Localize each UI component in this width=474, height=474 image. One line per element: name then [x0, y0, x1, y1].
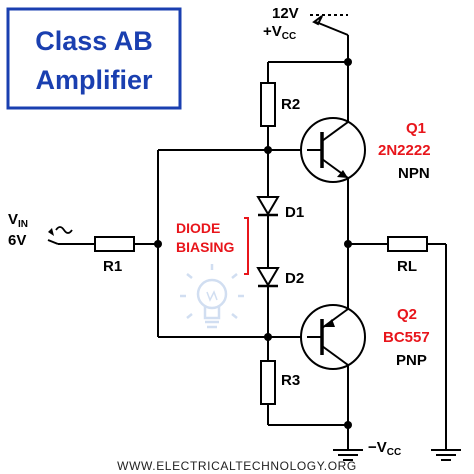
d1-label: D1	[285, 204, 304, 221]
annotation-line-2: BIASING	[176, 239, 234, 255]
title-line-2: Amplifier	[35, 65, 153, 95]
diode-biasing-annotation: DIODE BIASING	[176, 217, 249, 275]
title-line-1: Class AB	[35, 26, 153, 56]
r3-label: R3	[281, 372, 300, 389]
d2-label: D2	[285, 270, 304, 287]
vcc-positive-label: +VCC	[263, 23, 296, 42]
input-terminal: VIN 6V	[8, 211, 73, 249]
r2-label: R2	[281, 96, 300, 113]
vin-label: VIN	[8, 211, 28, 230]
load-ground-icon	[431, 449, 461, 461]
q2-type-label: PNP	[396, 352, 427, 369]
q2-part-label: BC557	[383, 329, 430, 346]
rl-label: RL	[397, 258, 417, 275]
lightbulb-icon	[180, 264, 244, 329]
title-box: Class AB Amplifier	[6, 7, 182, 110]
q1-part-label: 2N2222	[378, 142, 431, 159]
q2-ref-label: Q2	[397, 306, 417, 323]
q2-pnp-transistor	[300, 304, 366, 370]
q1-type-label: NPN	[398, 165, 430, 182]
vcc-negative-label: −VCC	[368, 439, 401, 458]
r1-resistor	[94, 236, 135, 252]
d1-diode	[256, 196, 280, 216]
d2-diode	[256, 267, 280, 287]
positive-supply: 12V +VCC	[263, 5, 349, 62]
negative-supply-ground: −VCC	[333, 439, 401, 461]
q1-npn-transistor	[300, 117, 366, 183]
annotation-line-1: DIODE	[176, 220, 220, 236]
vin-voltage-label: 6V	[8, 232, 26, 249]
r1-label: R1	[103, 258, 122, 275]
footer-url: WWW.ELECTRICALTECHNOLOGY.ORG	[117, 459, 357, 473]
q1-ref-label: Q1	[406, 120, 426, 137]
bottom-rail-junction	[344, 421, 352, 429]
supply-voltage-label: 12V	[272, 5, 299, 22]
r2-resistor	[260, 82, 276, 127]
r3-resistor	[260, 360, 276, 405]
rl-resistor	[387, 236, 428, 252]
